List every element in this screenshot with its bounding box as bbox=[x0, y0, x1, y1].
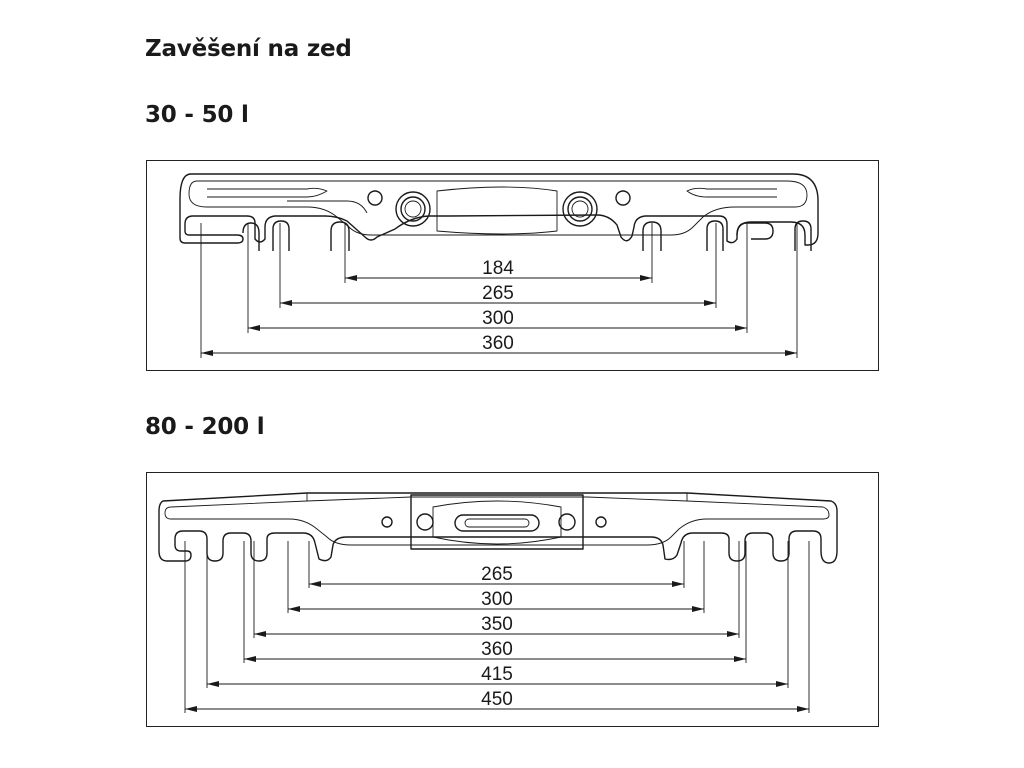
bracket-outline-30-50 bbox=[179, 173, 819, 251]
dimension-lines-80-200: 265 300 350 360 bbox=[184, 541, 810, 713]
dimension-450: 450 bbox=[185, 689, 809, 712]
section-heading-80-200: 80 - 200 l bbox=[145, 414, 265, 440]
bracket-svg-80-200: 265 300 350 360 bbox=[158, 492, 838, 713]
dimension-label-415: 415 bbox=[481, 664, 513, 685]
dimension-265: 265 bbox=[309, 564, 684, 587]
dimension-label-265: 265 bbox=[482, 283, 514, 304]
dimension-label-360: 360 bbox=[482, 333, 514, 354]
dimension-350: 350 bbox=[254, 614, 739, 637]
dimension-label-265: 265 bbox=[481, 564, 513, 585]
dimension-label-300: 300 bbox=[481, 589, 513, 610]
page-title: Zavěšení na zed bbox=[145, 36, 352, 62]
dimension-label-300: 300 bbox=[482, 308, 514, 329]
dimension-label-450: 450 bbox=[481, 689, 513, 710]
dimension-label-360: 360 bbox=[481, 639, 513, 660]
dimension-label-350: 350 bbox=[481, 614, 513, 635]
dimension-360: 360 bbox=[201, 333, 797, 356]
dimension-184: 184 bbox=[345, 258, 652, 281]
dimension-300: 300 bbox=[248, 308, 747, 331]
dimension-lines-30-50: 184 265 300 360 bbox=[200, 223, 798, 358]
section-heading-30-50: 30 - 50 l bbox=[145, 102, 249, 128]
dimension-415: 415 bbox=[207, 664, 788, 687]
dimension-label-184: 184 bbox=[482, 258, 514, 279]
dimension-360: 360 bbox=[244, 639, 746, 662]
dimension-265: 265 bbox=[280, 283, 716, 306]
bracket-outline-80-200 bbox=[158, 492, 838, 564]
bracket-drawing-80-200: 265 300 350 360 bbox=[146, 472, 879, 727]
bracket-svg-30-50: 184 265 300 360 bbox=[179, 173, 819, 358]
dimension-300: 300 bbox=[288, 589, 704, 612]
bracket-drawing-30-50: 184 265 300 360 bbox=[146, 160, 879, 371]
